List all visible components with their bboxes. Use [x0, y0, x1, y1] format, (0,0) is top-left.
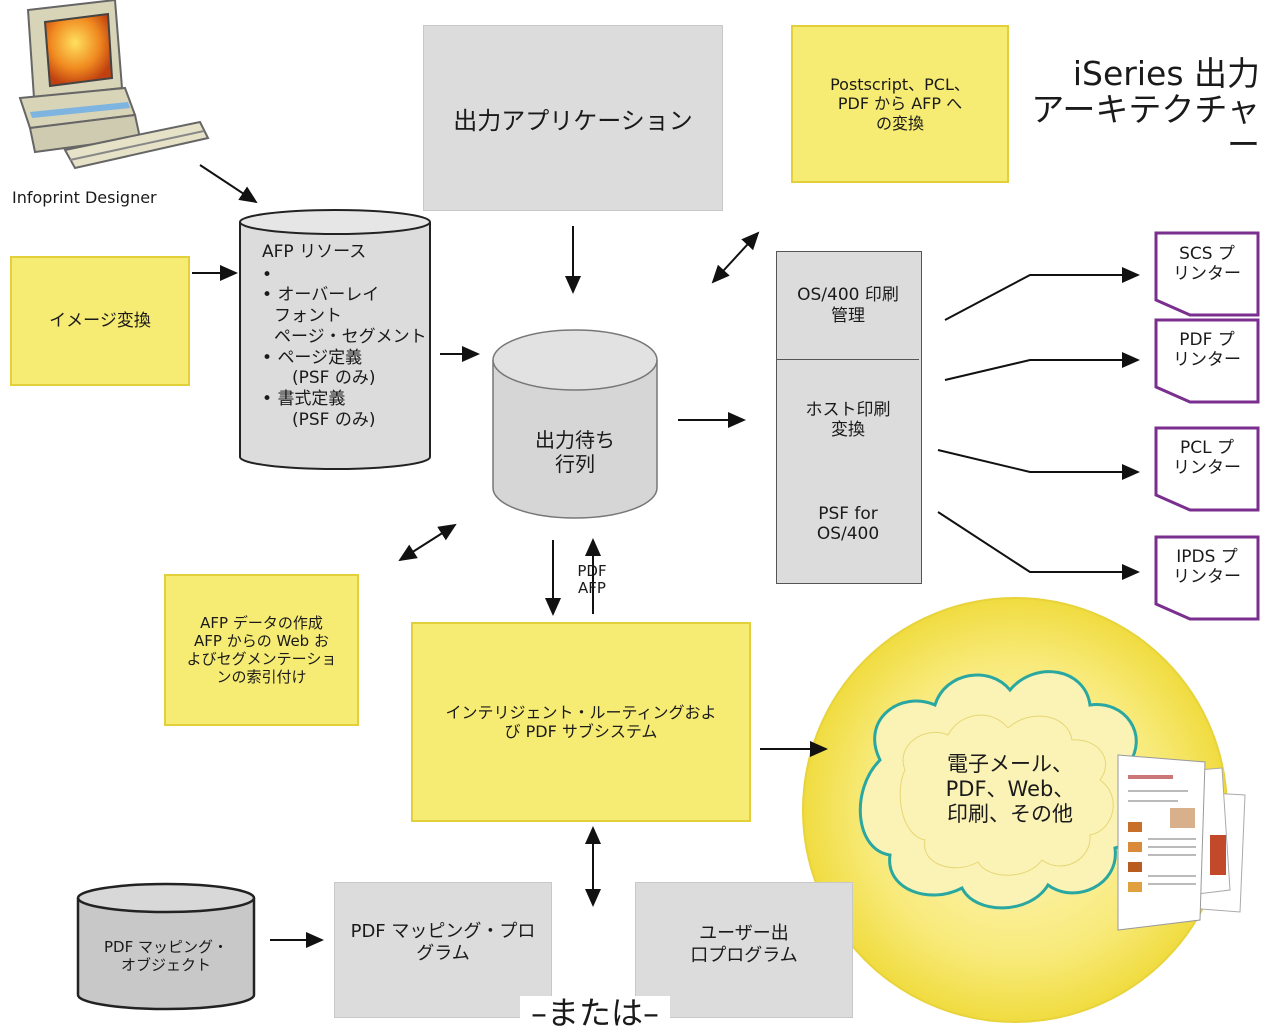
output-queue-label: 出力待ち 行列	[535, 428, 615, 476]
afp-data-box: AFP データの作成 AFP からの Web お よびセグメンテーショ ンの索引…	[164, 574, 359, 726]
arrow-to-ipds-printer	[937, 511, 1140, 580]
ipds-printer-label: IPDS プ リンター	[1173, 547, 1241, 587]
conversion-note-label: Postscript、PCL、 PDF から AFP へ の変換	[830, 75, 970, 133]
afp-item-psf-only-2: (PSF のみ)	[292, 409, 376, 430]
print-management-label: OS/400 印刷 管理	[797, 285, 899, 326]
designer-label: Infoprint Designer	[12, 188, 157, 207]
psf-label: PSF for OS/400	[816, 504, 880, 545]
afp-item-form-def: • 書式定義	[262, 389, 346, 410]
diagram-title: iSeries 出力 アーキテクチャー	[1010, 56, 1260, 163]
scs-printer-page	[1154, 231, 1260, 317]
pdf-small-label: PDF	[577, 562, 607, 580]
print-management-section: OS/400 印刷 管理	[777, 252, 919, 360]
afp-small-label: AFP	[578, 579, 606, 598]
pdf-mapping-object-label: PDF マッピング・ オブジェクト	[104, 938, 228, 974]
conversion-note-box: Postscript、PCL、 PDF から AFP へ の変換	[791, 25, 1009, 183]
routing-box: インテリジェント・ルーティングおよ び PDF サブシステム	[411, 622, 751, 822]
or-label: –または–	[520, 995, 670, 1032]
afp-item-page-def: • ページ定義	[262, 347, 363, 368]
output-application-label: 出力アプリケーション	[453, 106, 693, 135]
arrow-to-pcl-printer	[937, 449, 1140, 480]
afp-resources-cylinder	[239, 209, 431, 470]
output-queue-cylinder	[492, 329, 658, 519]
arrow-queue-to-conversion	[711, 231, 760, 284]
user-exit-program-box: ユーザー出 口プログラム	[635, 882, 853, 1018]
user-exit-program-label: ユーザー出 口プログラム	[690, 923, 798, 966]
title-line-2: アーキテクチャー	[1031, 89, 1260, 165]
pcl-printer-page	[1154, 426, 1260, 512]
pdf-afp-label: PDF AFP	[570, 562, 614, 598]
pcl-printer-label: PCL プ リンター	[1173, 438, 1241, 478]
pdf-printer-label: PDF プ リンター	[1173, 330, 1241, 370]
computer-icon	[18, 0, 210, 170]
output-application-box: 出力アプリケーション	[423, 25, 723, 211]
document-pages-image	[1117, 754, 1246, 931]
arrow-to-pdf-printer	[944, 352, 1140, 381]
afp-data-label: AFP データの作成 AFP からの Web お よびセグメンテーショ ンの索引…	[186, 614, 337, 686]
pdf-mapping-program-label: PDF マッピング・プロ グラム	[350, 921, 536, 964]
pdf-mapping-object-cylinder	[76, 882, 256, 1011]
pdf-printer-page	[1154, 318, 1260, 404]
arrow-to-scs-printer	[944, 267, 1140, 321]
image-conversion-label: イメージ変換	[49, 310, 151, 331]
arrow-queue-afpdata	[398, 523, 457, 562]
pdf-mapping-program-box: PDF マッピング・プロ グラム	[334, 882, 552, 1018]
title-line-1: iSeries 出力	[1072, 54, 1260, 93]
os400-box: OS/400 印刷 管理 ホスト印刷 変換 PSF for OS/400	[776, 251, 922, 584]
scs-printer-label: SCS プ リンター	[1173, 244, 1241, 284]
afp-resources-text: AFP リソース • • オーバーレイ フォント ページ・セグメント • ページ…	[262, 242, 432, 431]
host-conversion-label: ホスト印刷 変換	[805, 400, 891, 441]
afp-item-psf-only-1: (PSF のみ)	[292, 368, 376, 389]
afp-bullet-empty: •	[262, 264, 273, 285]
outputs-label: 電子メール、 PDF、Web、 印刷、その他	[945, 752, 1075, 827]
routing-label: インテリジェント・ルーティングおよ び PDF サブシステム	[445, 702, 717, 741]
afp-item-page-segment: ページ・セグメント	[274, 326, 427, 347]
afp-item-font: フォント	[274, 306, 342, 327]
ipds-printer-page	[1154, 535, 1260, 621]
arrow-designer-to-resources	[199, 164, 258, 204]
image-conversion-box: イメージ変換	[10, 256, 190, 386]
afp-resources-title: AFP リソース	[262, 242, 367, 262]
afp-item-overlay: • オーバーレイ	[262, 285, 380, 306]
